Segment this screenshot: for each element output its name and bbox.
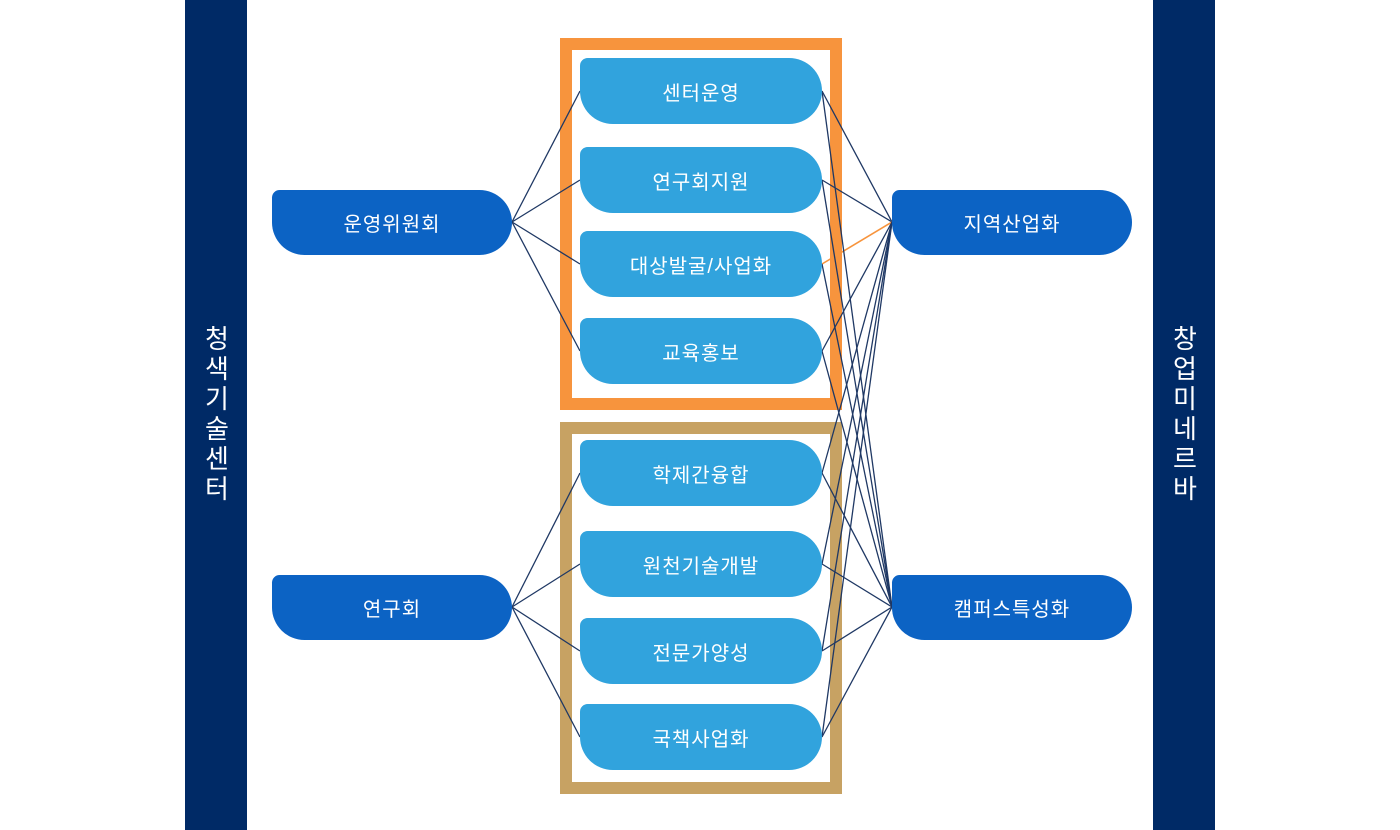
edge-uyc-n4 [511, 221, 581, 352]
node-education-promotion: 교육홍보 [580, 318, 822, 384]
right-title-bar-label: 창업미네르바 [1168, 325, 1199, 505]
edge-ygh-n7 [511, 606, 581, 652]
edge-n8-jiy [821, 221, 893, 738]
edge-ygh-n5 [511, 472, 581, 608]
node-research-group: 연구회 [272, 575, 512, 640]
edge-n2-jiy [821, 179, 893, 223]
edge-n3-jiy [821, 221, 893, 265]
edge-n1-jiy [821, 90, 893, 223]
node-regional-industrialization: 지역산업화 [892, 190, 1132, 255]
edge-n8-cam [821, 606, 893, 738]
edge-n6-cam [821, 563, 893, 608]
node-core-technology-development: 원천기술개발 [580, 531, 822, 597]
edge-n7-jiy [821, 221, 893, 652]
left-title-bar-label: 청색기술센터 [200, 325, 231, 505]
node-national-project-commercialization: 국책사업화 [580, 704, 822, 770]
left-title-bar: 청색기술센터 [185, 0, 247, 830]
edge-n6-jiy [821, 221, 893, 565]
node-expert-training: 전문가양성 [580, 618, 822, 684]
edge-uyc-n2 [511, 179, 581, 223]
edge-ygh-n6 [511, 563, 581, 608]
node-target-discovery-commercialization: 대상발굴/사업화 [580, 231, 822, 297]
edge-n7-cam [821, 606, 893, 652]
node-research-group-support: 연구회지원 [580, 147, 822, 213]
edge-n4-jiy [821, 221, 893, 352]
right-title-bar: 창업미네르바 [1153, 0, 1215, 830]
node-center-operation: 센터운영 [580, 58, 822, 124]
bottom-group-box [560, 422, 842, 794]
top-group-box [560, 38, 842, 410]
edge-uyc-n3 [511, 221, 581, 265]
edge-uyc-n1 [511, 90, 581, 223]
edge-ygh-n8 [511, 606, 581, 738]
node-interdisciplinary-convergence: 학제간융합 [580, 440, 822, 506]
node-campus-specialization: 캠퍼스특성화 [892, 575, 1132, 640]
edge-n5-cam [821, 472, 893, 608]
edge-n5-jiy [821, 221, 893, 474]
node-steering-committee: 운영위원회 [272, 190, 512, 255]
